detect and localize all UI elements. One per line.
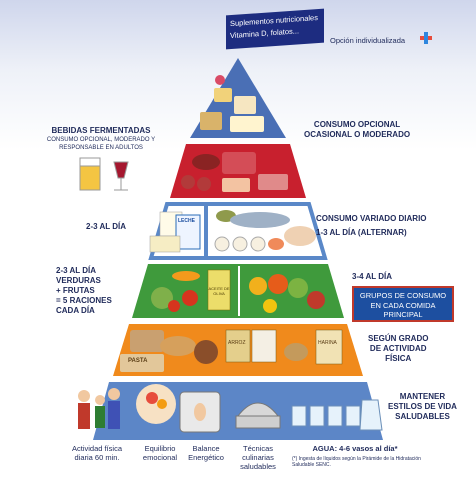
groups-badge: GRUPOS DE CONSUMO EN CADA COMIDA PRINCIP…	[352, 286, 454, 322]
oil-label: ACEITE DE OLIVA	[208, 286, 230, 296]
rice-label: ARROZ	[228, 340, 246, 346]
caption-energy: Balance Energético	[188, 444, 224, 462]
fats-frequency: 3-4 AL DÍA	[352, 272, 393, 281]
caption-emotional: Equilibrio emocional	[142, 444, 178, 462]
veg-line-3: + FRUTAS	[56, 286, 95, 295]
base-line-2: ESTILOS DE VIDA	[388, 402, 457, 411]
veg-line-1: 2-3 AL DÍA	[56, 266, 97, 275]
veg-line-4: = 5 RACIONES	[56, 296, 112, 305]
dairy-frequency: 2-3 AL DÍA	[86, 222, 127, 231]
supplements-flag: Suplementos nutricionales Vitamina D, fo…	[226, 8, 324, 50]
flour-label: HARINA	[318, 340, 337, 346]
occasional-line-2: OCASIONAL O MODERADO	[304, 130, 411, 139]
veg-frequency: 2-3 AL DÍA VERDURAS + FRUTAS = 5 RACIONE…	[56, 266, 112, 316]
occasional-label: CONSUMO OPCIONAL OCASIONAL O MODERADO	[304, 120, 410, 140]
caption-water: AGUA: 4-6 vasos al día*	[312, 444, 398, 453]
milk-label: LECHE	[178, 218, 195, 224]
occasional-line-1: CONSUMO OPCIONAL	[313, 120, 401, 129]
caption-cooking: Técnicas culinarias saludables	[240, 444, 276, 471]
cereals-line-1: SEGÚN GRADO	[368, 334, 429, 343]
caption-activity: Actividad física diaria 60 min.	[71, 444, 123, 462]
cereals-label: SEGÚN GRADO DE ACTIVIDAD FÍSICA	[368, 334, 428, 364]
fermented-sub: CONSUMO OPCIONAL, MODERADO Y RESPONSABLE…	[46, 137, 156, 151]
plus-icon	[420, 32, 432, 44]
veg-line-2: VERDURAS	[56, 276, 101, 285]
varied-label: CONSUMO VARIADO DIARIO 1-3 AL DÍA (ALTER…	[316, 214, 427, 238]
varied-line-1: CONSUMO VARIADO DIARIO	[316, 214, 427, 223]
option-individual-label: Opción individualizada	[330, 36, 406, 45]
pasta-label: PASTA	[128, 358, 148, 364]
footnote: (*) Ingesta de líquidos según la Pirámid…	[292, 456, 421, 468]
veg-line-5: CADA DÍA	[56, 306, 95, 315]
base-line-3: SALUDABLES	[395, 412, 450, 421]
base-label: MANTENER ESTILOS DE VIDA SALUDABLES	[388, 392, 457, 422]
base-line-1: MANTENER	[399, 392, 446, 401]
cereals-line-2: DE ACTIVIDAD	[369, 344, 427, 353]
cereals-line-3: FÍSICA	[385, 354, 412, 363]
fermented-title: BEBIDAS FERMENTADAS	[51, 126, 151, 135]
varied-line-2: 1-3 AL DÍA (ALTERNAR)	[316, 228, 407, 237]
